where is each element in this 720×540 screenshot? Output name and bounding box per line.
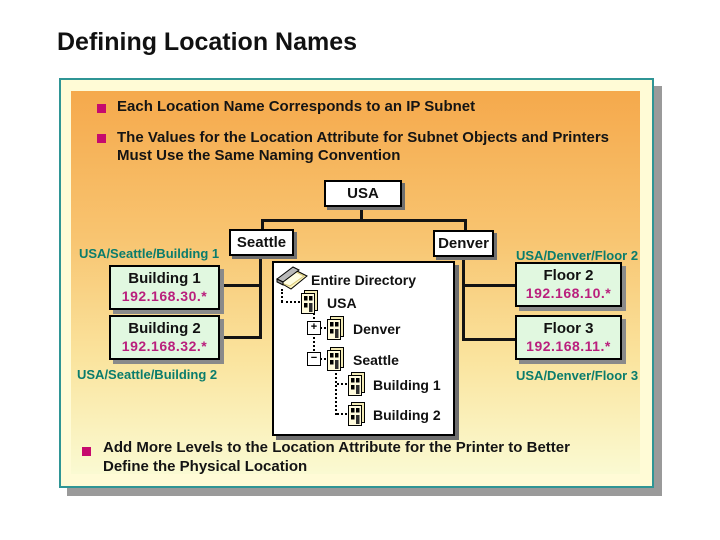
connector-line xyxy=(221,284,262,287)
path-label-denver-floor2: USA/Denver/Floor 2 xyxy=(516,248,639,263)
connector-line xyxy=(465,284,516,287)
subnet-box-name: Building 1 xyxy=(128,270,201,287)
building-icon xyxy=(327,316,344,345)
bullet-square-icon xyxy=(97,134,106,143)
directory-tree-title: Entire Directory xyxy=(311,272,417,288)
subnet-box-name: Floor 3 xyxy=(543,320,594,337)
tree-dotted-line xyxy=(281,289,283,302)
subnet-box-name: Floor 2 xyxy=(543,267,594,284)
bullet-square-icon xyxy=(97,104,106,113)
tree-dotted-line xyxy=(320,358,326,360)
building-icon xyxy=(327,347,344,376)
tree-dotted-line xyxy=(281,301,300,303)
bullet-text-3: Add More Levels to the Location Attribut… xyxy=(103,438,570,476)
building-icon xyxy=(348,402,365,431)
subnet-ip: 192.168.30.* xyxy=(121,288,208,304)
path-label-seattle-building2: USA/Seattle/Building 2 xyxy=(77,367,218,382)
slide-title: Defining Location Names xyxy=(57,28,358,56)
tree-item-building1: Building 1 xyxy=(373,377,441,393)
collapse-toggle-icon: − xyxy=(307,352,321,366)
directory-tree-panel: Entire Directory USA + De xyxy=(272,261,455,436)
bullet-line: Add More Levels to the Location Attribut… xyxy=(103,439,570,456)
expand-toggle-icon: + xyxy=(307,321,321,335)
connector-line xyxy=(259,255,262,339)
tree-item-usa: USA xyxy=(327,295,357,311)
directory-book-icon xyxy=(275,266,309,296)
bullet-line: The Values for the Location Attribute fo… xyxy=(117,129,610,146)
subnet-ip: 192.168.10.* xyxy=(525,285,612,301)
tree-dotted-line xyxy=(313,313,315,359)
tree-dotted-line xyxy=(337,383,347,385)
bullet-text-1: Each Location Name Corresponds to an IP … xyxy=(117,98,475,116)
subnet-box-building2: Building 2 192.168.32.* xyxy=(109,315,220,360)
tree-dotted-line xyxy=(337,413,347,415)
connector-line xyxy=(261,219,467,222)
tree-dotted-line xyxy=(320,327,326,329)
subnet-ip: 192.168.11.* xyxy=(526,338,611,354)
connector-line xyxy=(464,221,467,231)
bullet-line: Each Location Name Corresponds to an IP … xyxy=(117,98,476,115)
subnet-ip: 192.168.32.* xyxy=(121,338,208,354)
bullet-line: Must Use the Same Naming Convention xyxy=(117,147,401,164)
subnet-box-name: Building 2 xyxy=(128,320,201,337)
subnet-box-building1: Building 1 192.168.30.* xyxy=(109,265,220,310)
path-label-seattle-building1: USA/Seattle/Building 1 xyxy=(79,246,220,261)
subnet-box-floor2: Floor 2 192.168.10.* xyxy=(515,262,622,307)
bullet-line: Define the Physical Location xyxy=(103,458,308,475)
connector-line xyxy=(462,256,465,341)
subnet-box-floor3: Floor 3 192.168.11.* xyxy=(515,315,622,360)
connector-line xyxy=(261,221,264,230)
building-icon xyxy=(348,372,365,401)
tree-item-seattle: Seattle xyxy=(353,352,399,368)
tree-dotted-line xyxy=(335,369,337,415)
usa-node-box: USA xyxy=(324,180,402,207)
path-label-denver-floor3: USA/Denver/Floor 3 xyxy=(516,368,639,383)
tree-item-building2: Building 2 xyxy=(373,407,441,423)
connector-line xyxy=(465,338,516,341)
bullet-text-2: The Values for the Location Attribute fo… xyxy=(117,129,609,165)
building-icon xyxy=(301,290,318,319)
connector-line xyxy=(360,205,363,220)
connector-line xyxy=(221,336,262,339)
tree-item-denver: Denver xyxy=(353,321,401,337)
bullet-square-icon xyxy=(82,447,91,456)
seattle-node-box: Seattle xyxy=(229,229,294,256)
denver-node-box: Denver xyxy=(433,230,494,257)
